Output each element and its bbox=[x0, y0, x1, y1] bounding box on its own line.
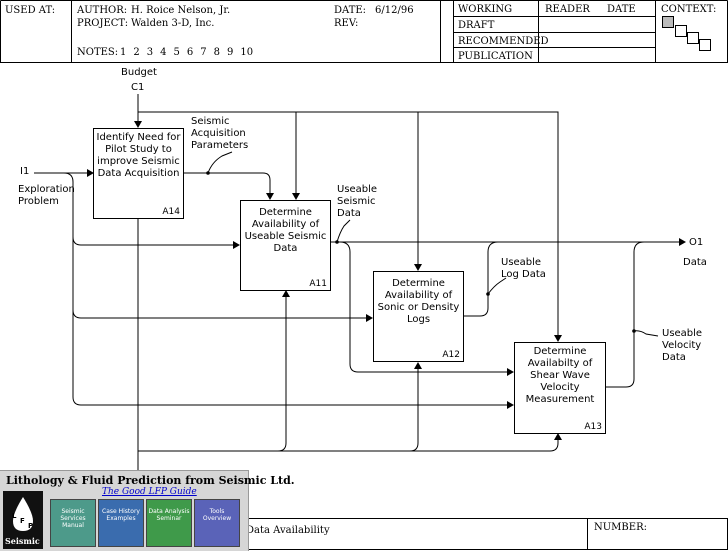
note-number[interactable]: 2 bbox=[133, 47, 140, 58]
tile-label: Data Analysis Seminar bbox=[148, 508, 190, 522]
seismic-acquisition-parameters-label: Seismic Acquisition Parameters bbox=[191, 116, 249, 151]
note-number[interactable]: 3 bbox=[146, 47, 154, 58]
lfp-guide-link[interactable]: The Good LFP Guide bbox=[102, 487, 197, 497]
useable-log-data-arrow bbox=[463, 241, 499, 317]
lfp-tile-case-history[interactable]: Case History Examples bbox=[98, 499, 144, 547]
note-number[interactable]: 7 bbox=[200, 47, 207, 58]
note-number[interactable]: 9 bbox=[227, 47, 234, 58]
useable-seismic-data-arrow bbox=[339, 241, 507, 373]
control-arrow bbox=[290, 111, 559, 335]
useable-log-data-label: Useable Log Data bbox=[501, 257, 546, 280]
activity-box-a14[interactable]: Identify Need for Pilot Study to improve… bbox=[93, 128, 184, 219]
tile-label: Tools Overview bbox=[202, 508, 232, 522]
activity-title: Determine Availability of Sonic or Densi… bbox=[377, 278, 460, 325]
input-arrow bbox=[72, 310, 507, 406]
status-publication: PUBLICATION bbox=[458, 51, 533, 62]
note-number[interactable]: 6 bbox=[186, 47, 194, 58]
leader-line bbox=[207, 151, 233, 174]
note-number[interactable]: 1 bbox=[120, 47, 127, 58]
useable-seismic-data-label: Useable Seismic Data bbox=[337, 184, 378, 219]
context-label: CONTEXT: bbox=[661, 4, 717, 15]
date-label: DATE: bbox=[334, 5, 367, 16]
acquisition-parameters-arrow bbox=[182, 172, 271, 193]
lfp-tile-seismic-services[interactable]: Seismic Services Manual bbox=[50, 499, 96, 547]
project-label: PROJECT: bbox=[77, 18, 129, 29]
note-number[interactable]: 4 bbox=[160, 47, 167, 58]
useable-velocity-data-arrow bbox=[605, 241, 645, 388]
author-label: AUTHOR: bbox=[77, 5, 128, 16]
note-number[interactable]: 5 bbox=[173, 47, 180, 58]
exploration-problem-label: Exploration Problem bbox=[18, 184, 75, 207]
rev-label: REV: bbox=[334, 18, 359, 29]
activity-number: A12 bbox=[442, 350, 460, 360]
context-node-icon bbox=[687, 32, 699, 44]
o1-label: O1 bbox=[689, 237, 704, 248]
lfp-guide-panel: Lithology & Fluid Prediction from Seismi… bbox=[0, 470, 295, 551]
context-node-icon bbox=[675, 25, 687, 37]
data-label: Data bbox=[683, 257, 707, 268]
note-number[interactable]: 10 bbox=[240, 47, 254, 58]
activity-title: Determine Availabilty of Shear Wave Velo… bbox=[525, 346, 595, 405]
logo-letter: L bbox=[12, 512, 17, 520]
leader-line bbox=[336, 219, 351, 243]
status-working: WORKING bbox=[458, 4, 513, 15]
logo-letter: P bbox=[28, 522, 34, 530]
diagram-title: Data Availability bbox=[246, 525, 330, 536]
tile-label: Seismic Services Manual bbox=[60, 508, 86, 529]
i1-label: I1 bbox=[20, 166, 30, 177]
c1-label: C1 bbox=[131, 82, 145, 93]
activity-number: A11 bbox=[309, 279, 327, 289]
mechanism-arrow bbox=[138, 297, 287, 452]
activity-title: Determine Availability of Useable Seismi… bbox=[244, 207, 327, 254]
logo-drop-icon bbox=[13, 497, 33, 531]
author-value: H. Roice Nelson, Jr. bbox=[131, 5, 231, 16]
budget-label: Budget bbox=[121, 67, 157, 78]
activity-number: A13 bbox=[584, 422, 602, 432]
activity-title: Identify Need for Pilot Study to improve… bbox=[96, 132, 181, 179]
leader-line bbox=[633, 330, 659, 337]
mechanism-arrow bbox=[270, 369, 419, 452]
activity-number: A14 bbox=[162, 207, 180, 217]
logo-letter: F bbox=[20, 517, 25, 525]
leader-line bbox=[487, 277, 507, 295]
lfp-logo: L F P Seismic bbox=[3, 491, 43, 549]
reader-date-label: DATE bbox=[607, 4, 636, 15]
activity-box-a12[interactable]: Determine Availability of Sonic or Densi… bbox=[373, 271, 464, 362]
project-value: Walden 3-D, Inc. bbox=[131, 18, 215, 29]
mechanism-arrow bbox=[410, 439, 559, 452]
date-value: 6/12/96 bbox=[375, 5, 414, 16]
context-node-icon bbox=[662, 16, 674, 28]
lfp-title: Lithology & Fluid Prediction from Seismi… bbox=[6, 474, 295, 487]
lfp-tile-tools-overview[interactable]: Tools Overview bbox=[194, 499, 240, 547]
context-node-icon bbox=[699, 39, 711, 51]
reader-label: READER bbox=[545, 4, 590, 15]
useable-velocity-data-label: Useable Velocity Data bbox=[662, 328, 703, 363]
tile-label: Case History Examples bbox=[102, 508, 140, 522]
used-at-label: USED AT: bbox=[5, 5, 56, 16]
lfp-tile-data-analysis[interactable]: Data Analysis Seminar bbox=[146, 499, 192, 547]
status-recommended: RECOMMENDED bbox=[458, 36, 549, 47]
number-label: NUMBER: bbox=[594, 522, 647, 533]
activity-box-a13[interactable]: Determine Availabilty of Shear Wave Velo… bbox=[514, 342, 606, 434]
notes-list: 1 2 3 4 5 6 7 8 9 10 bbox=[120, 47, 253, 58]
note-number[interactable]: 8 bbox=[213, 47, 220, 58]
status-draft: DRAFT bbox=[458, 20, 495, 31]
activity-box-a11[interactable]: Determine Availability of Useable Seismi… bbox=[240, 200, 331, 291]
notes-label: NOTES: bbox=[77, 47, 119, 58]
logo-text: Seismic bbox=[5, 536, 40, 546]
